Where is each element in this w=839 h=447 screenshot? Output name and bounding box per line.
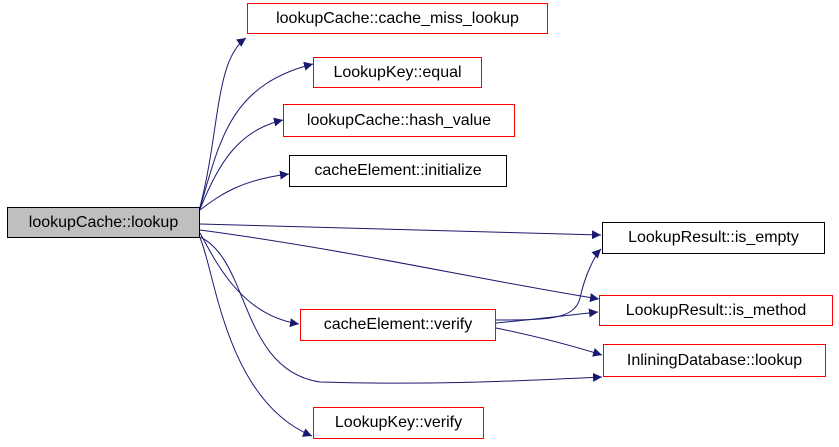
- node-label: cacheElement::initialize: [314, 162, 482, 179]
- edge-root-to-inlining-lookup: [199, 236, 603, 384]
- node-label: InliningDatabase::lookup: [626, 351, 803, 369]
- edge-root-to-cache-miss-lookup: [199, 37, 247, 208]
- edge-root-to-hash-value: [199, 117, 284, 210]
- edge-element-verify-to-is-method: [495, 308, 599, 324]
- node-lookupresult-is-empty: LookupResult::is_empty: [602, 222, 825, 254]
- node-cacheelement-verify[interactable]: cacheElement::verify: [300, 309, 496, 341]
- node-label: LookupResult::is_empty: [628, 229, 799, 246]
- node-label: lookupCache::hash_value: [306, 111, 492, 129]
- node-label: lookupCache::lookup: [28, 213, 179, 231]
- edge-root-to-element-verify: [199, 232, 300, 328]
- edge-root-to-is-method: [199, 229, 600, 303]
- node-lookupcache-hash-value[interactable]: lookupCache::hash_value: [283, 104, 515, 137]
- edge-root-to-initialize: [199, 170, 290, 211]
- edge-element-verify-to-is-empty: [495, 248, 602, 321]
- edge-root-to-key-verify: [199, 237, 313, 437]
- node-label: lookupCache::cache_miss_lookup: [276, 9, 519, 27]
- node-lookupcache-cache-miss-lookup[interactable]: lookupCache::cache_miss_lookup: [247, 3, 548, 34]
- node-lookupkey-equal[interactable]: LookupKey::equal: [313, 57, 482, 88]
- edge-element-verify-to-inlining-lookup: [495, 327, 603, 357]
- node-cacheelement-initialize: cacheElement::initialize: [289, 155, 507, 187]
- node-lookupresult-is-method[interactable]: LookupResult::is_method: [599, 295, 833, 326]
- edge-root-to-key-equal: [199, 61, 314, 209]
- node-lookupcache-lookup[interactable]: lookupCache::lookup: [7, 207, 200, 238]
- edge-root-to-is-empty: [199, 223, 602, 240]
- node-label: LookupKey::equal: [333, 63, 462, 81]
- node-label: LookupKey::verify: [334, 414, 463, 431]
- node-lookupkey-verify[interactable]: LookupKey::verify: [313, 407, 484, 439]
- node-inliningdatabase-lookup[interactable]: InliningDatabase::lookup: [603, 344, 826, 377]
- node-label: LookupResult::is_method: [625, 301, 807, 319]
- node-label: cacheElement::verify: [323, 316, 473, 333]
